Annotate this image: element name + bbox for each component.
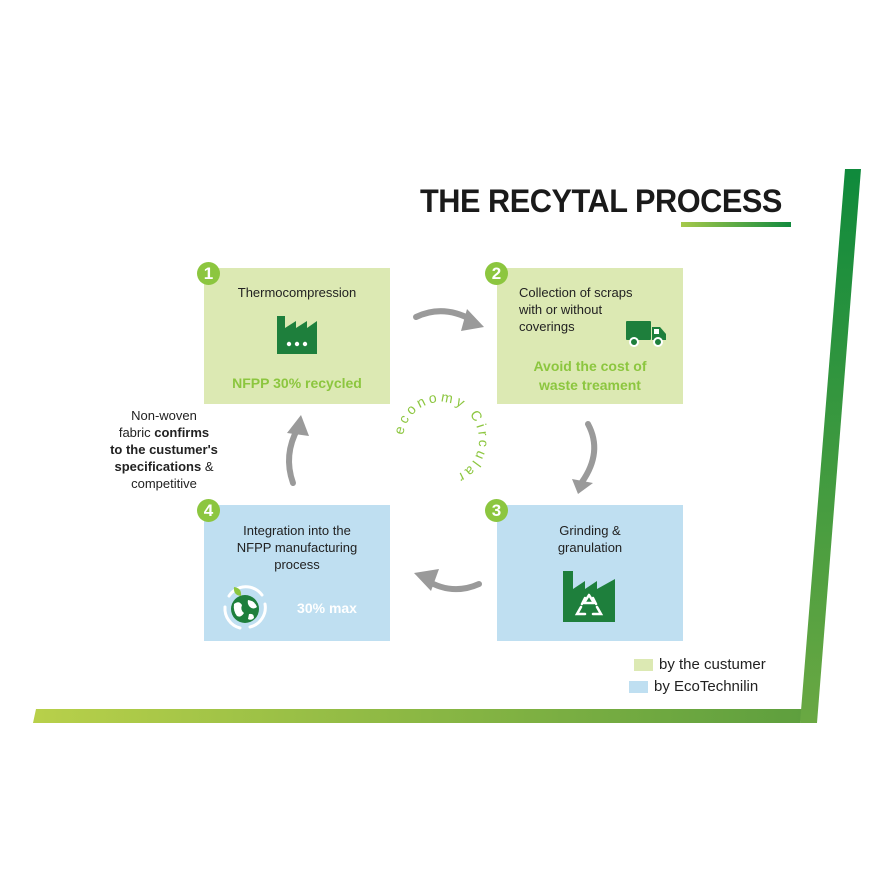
- side-note-emphasis: to the custumer's: [110, 442, 218, 457]
- recycling-factory-icon: [563, 571, 615, 622]
- step-1-text: Thermocompression: [237, 285, 357, 300]
- step-4-badge: 4: [197, 499, 220, 522]
- page-title: THE RECYTAL PROCESS: [420, 183, 782, 219]
- arrow-4-to-1-head: [287, 415, 309, 436]
- step-2-box: Collection of scraps with or without cov…: [497, 268, 683, 404]
- circle-text: economy Circular: [390, 388, 492, 487]
- step-3-text: Grinding & granulation: [497, 522, 683, 556]
- truck-icon: [626, 321, 666, 347]
- step-1-note: NFPP 30% recycled: [232, 375, 362, 391]
- side-note-line: specifications &: [94, 458, 234, 475]
- side-note-text: &: [201, 459, 214, 474]
- arrow-2-to-3: [579, 421, 598, 485]
- frame-bottom-bar: [33, 709, 803, 723]
- legend-swatch-customer: [634, 658, 653, 671]
- step-2-text-line: Collection of scraps: [519, 285, 633, 300]
- side-note-line: fabric confirms: [94, 424, 234, 441]
- step-2-badge: 2: [485, 262, 508, 285]
- step-4-text-line: Integration into the: [243, 523, 351, 538]
- arrow-1-to-2: [413, 308, 475, 323]
- title-underline: [681, 222, 791, 227]
- legend-label: by the custumer: [659, 656, 766, 673]
- step-4-text-line: NFPP manufacturing: [236, 540, 358, 555]
- arrow-3-to-4-head: [414, 569, 439, 591]
- frame-right-bar: [800, 169, 861, 723]
- step-1-badge: 1: [197, 262, 220, 285]
- globe-recycle-icon: [223, 585, 267, 630]
- arrow-2-to-3-head: [572, 479, 593, 494]
- step-2-note-line: Avoid the cost of: [533, 358, 647, 374]
- legend-label: by EcoTechnilin: [654, 678, 759, 695]
- side-note: Non-woven fabric confirms to the custume…: [94, 407, 234, 492]
- arrow-1-to-2-head: [461, 309, 484, 331]
- side-note-text: fabric: [118, 425, 155, 440]
- legend-swatch-ecotechnilin: [629, 680, 648, 693]
- step-2-note: Avoid the cost of waste treament: [497, 357, 683, 395]
- step-4-note: 30% max: [297, 600, 357, 616]
- step-3-box: Grinding & granulation: [497, 505, 683, 641]
- side-note-line: competitive: [131, 476, 197, 491]
- step-3-text-line: Grinding &: [559, 523, 621, 538]
- step-2-text-line: with or without: [519, 302, 603, 317]
- step-1-box: Thermocompression NFPP 30% recycled: [204, 268, 390, 404]
- side-note-emphasis: specifications: [114, 459, 202, 474]
- side-note-emphasis: confirms: [154, 425, 210, 440]
- step-2-text: Collection of scraps with or without cov…: [519, 284, 659, 335]
- step-4-text: Integration into the NFPP manufacturing …: [204, 522, 390, 573]
- step-4-text-line: process: [274, 557, 320, 572]
- side-note-line: to the custumer's: [94, 441, 234, 458]
- step-3-text-line: granulation: [557, 540, 623, 555]
- step-2-text-line: coverings: [519, 319, 575, 334]
- legend-ecotechnilin: by EcoTechnilin: [629, 678, 758, 695]
- side-note-line: Non-woven: [131, 408, 197, 423]
- step-2-note-line: waste treament: [539, 377, 641, 393]
- circular-economy-text: economy Circular: [390, 388, 492, 487]
- step-3-badge: 3: [485, 499, 508, 522]
- arrow-4-to-1: [286, 425, 301, 486]
- legend-customer: by the custumer: [634, 656, 766, 673]
- factory-icon: [277, 316, 317, 354]
- step-4-box: Integration into the NFPP manufacturing …: [204, 505, 390, 641]
